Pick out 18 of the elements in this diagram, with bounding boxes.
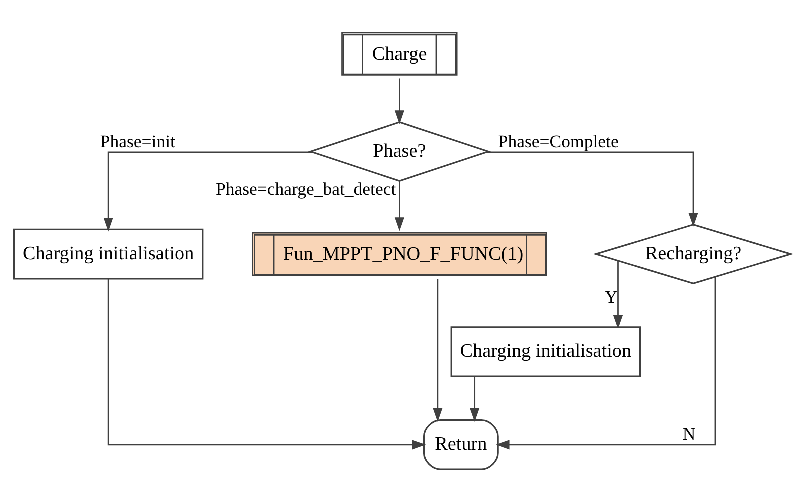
- node-diamond: Phase?: [308, 122, 492, 182]
- arrow: [394, 78, 404, 124]
- node-box: Charging initialisation: [13, 228, 204, 280]
- arrow: [433, 279, 443, 422]
- node-box: Return: [423, 420, 499, 470]
- arrow: [394, 181, 404, 232]
- arrow: [486, 152, 698, 227]
- node-diamond: Recharging?: [593, 224, 794, 285]
- arrow: [104, 152, 313, 232]
- arrow: [613, 261, 624, 330]
- edge-label: N: [682, 424, 696, 444]
- arrow: [470, 376, 480, 422]
- arrow: [108, 279, 426, 450]
- node-box: Charging initialisation: [450, 326, 642, 378]
- edge-label: Y: [604, 286, 618, 307]
- edge-label: Phase=Complete: [498, 132, 619, 152]
- edge-label: Phase=init: [100, 132, 176, 152]
- arrow: [496, 277, 716, 450]
